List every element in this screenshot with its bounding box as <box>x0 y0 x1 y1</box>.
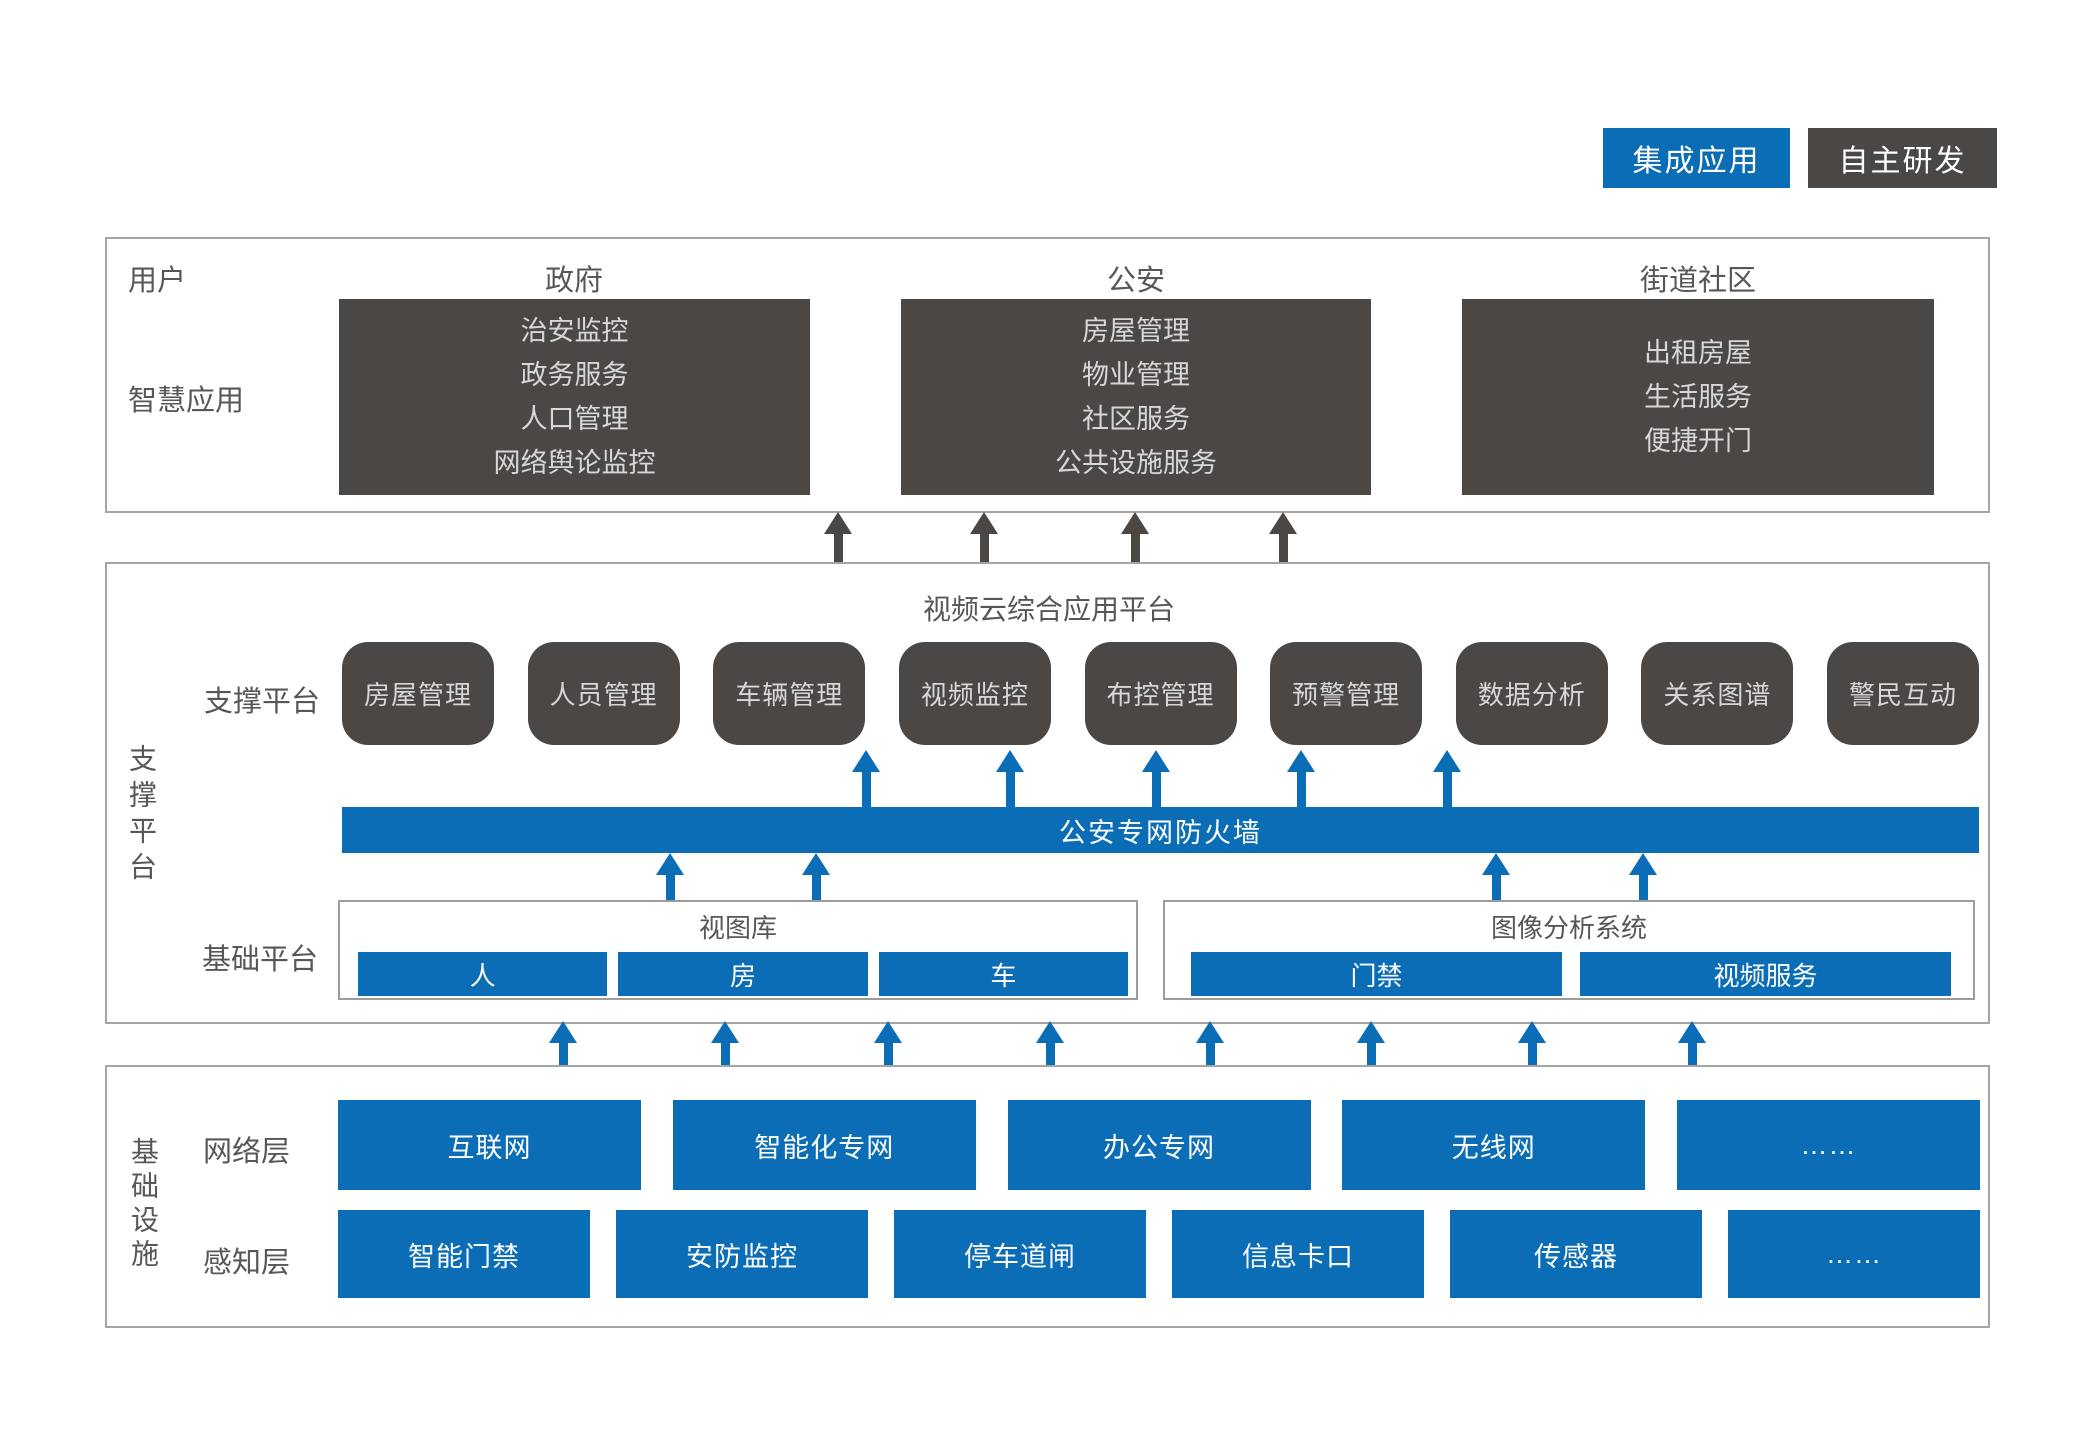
up-arrow-icon <box>1269 512 1297 563</box>
firewall-bar: 公安专网防火墙 <box>342 807 1979 853</box>
row-label-network-layer: 网络层 <box>203 1136 291 1168</box>
column-heading-community: 街道社区 <box>1639 265 1757 297</box>
image-analysis-box: 图像分析系统 门禁 视频服务 <box>1163 900 1975 1000</box>
network-box: 办公专网 <box>1007 1100 1311 1190</box>
row-label-perception-layer: 感知层 <box>203 1247 291 1279</box>
network-box: 智能化专网 <box>672 1100 976 1190</box>
column-heading-police: 公安 <box>1106 265 1166 297</box>
app-box-community: 出租房屋 生活服务 便捷开门 <box>1462 299 1934 495</box>
legend-self-developed: 自主研发 <box>1808 128 1997 188</box>
network-box: …… <box>1677 1100 1980 1190</box>
perception-box: 智能门禁 <box>338 1210 590 1298</box>
app-item: 房屋管理 <box>1082 316 1190 346</box>
up-arrow-icon <box>824 512 852 563</box>
view-library-title: 视图库 <box>698 913 778 943</box>
up-arrow-icon <box>656 853 684 902</box>
app-item: 生活服务 <box>1644 382 1752 412</box>
view-library-item: 车 <box>878 952 1128 996</box>
support-box-row: 房屋管理 人员管理 车辆管理 视频监控 布控管理 预警管理 数据分析 关系图谱 … <box>342 642 1979 745</box>
side-label-infrastructure: 基础设施 <box>128 1137 159 1273</box>
app-item: 公共设施服务 <box>1055 448 1217 478</box>
up-arrow-icon <box>549 1021 577 1069</box>
image-analysis-title: 图像分析系统 <box>1490 913 1648 943</box>
support-platform-section: 支撑平台 视频云综合应用平台 支撑平台 房屋管理 人员管理 车辆管理 视频监控 … <box>105 562 1990 1024</box>
row-label-user: 用户 <box>128 265 187 297</box>
perception-box: 信息卡口 <box>1172 1210 1424 1298</box>
column-heading-government: 政府 <box>544 265 604 297</box>
legend-integrated-app: 集成应用 <box>1603 128 1790 188</box>
app-item: 社区服务 <box>1082 404 1190 434</box>
app-box-government: 治安监控 政务服务 人口管理 网络舆论监控 <box>339 299 810 495</box>
support-box: 预警管理 <box>1270 642 1423 745</box>
up-arrow-icon <box>711 1021 739 1069</box>
support-box: 数据分析 <box>1455 642 1608 745</box>
app-item: 人口管理 <box>520 404 629 434</box>
view-library-item: 房 <box>618 952 868 996</box>
up-arrow-icon <box>852 750 880 807</box>
up-arrow-icon <box>1196 1021 1224 1069</box>
user-application-section: 用户 智慧应用 政府 公安 街道社区 治安监控 政务服务 人口管理 网络舆论监控… <box>105 237 1990 513</box>
up-arrow-icon <box>970 512 998 563</box>
up-arrow-icon <box>874 1021 902 1069</box>
support-box: 车辆管理 <box>713 642 866 745</box>
up-arrow-icon <box>1678 1021 1706 1069</box>
side-label-support-platform: 支撑平台 <box>126 744 157 888</box>
perception-box: 安防监控 <box>616 1210 868 1298</box>
app-item: 政务服务 <box>520 360 629 390</box>
app-box-police: 房屋管理 物业管理 社区服务 公共设施服务 <box>901 299 1371 495</box>
app-item: 出租房屋 <box>1644 338 1752 368</box>
up-arrow-icon <box>996 750 1024 807</box>
app-item: 网络舆论监控 <box>493 448 656 478</box>
support-box: 关系图谱 <box>1641 642 1794 745</box>
app-item: 便捷开门 <box>1644 426 1752 456</box>
up-arrow-icon <box>1036 1021 1064 1069</box>
support-box: 警民互动 <box>1827 642 1979 745</box>
app-item: 治安监控 <box>520 316 629 346</box>
up-arrow-icon <box>1142 750 1170 807</box>
up-arrow-icon <box>1629 853 1657 902</box>
platform-title: 视频云综合应用平台 <box>922 594 1176 625</box>
image-analysis-item: 门禁 <box>1191 952 1562 996</box>
network-box: 互联网 <box>338 1100 641 1190</box>
perception-box: …… <box>1728 1210 1980 1298</box>
up-arrow-icon <box>802 853 830 902</box>
app-item: 物业管理 <box>1082 360 1190 390</box>
up-arrow-icon <box>1482 853 1510 902</box>
perception-layer-row: 智能门禁 安防监控 停车道闸 信息卡口 传感器 …… <box>338 1210 1980 1298</box>
row-label-base-platform: 基础平台 <box>202 944 319 976</box>
up-arrow-icon <box>1121 512 1149 563</box>
network-box: 无线网 <box>1342 1100 1646 1190</box>
perception-box: 停车道闸 <box>894 1210 1146 1298</box>
view-library-item: 人 <box>358 952 608 996</box>
support-box: 视频监控 <box>898 642 1051 745</box>
network-layer-row: 互联网 智能化专网 办公专网 无线网 …… <box>338 1100 1980 1190</box>
up-arrow-icon <box>1433 750 1461 807</box>
view-library-box: 视图库 人 房 车 <box>338 900 1138 1000</box>
up-arrow-icon <box>1518 1021 1546 1069</box>
support-box: 布控管理 <box>1084 642 1237 745</box>
support-box: 房屋管理 <box>342 642 494 745</box>
support-box: 人员管理 <box>527 642 680 745</box>
up-arrow-icon <box>1357 1021 1385 1069</box>
infrastructure-section: 基础设施 网络层 互联网 智能化专网 办公专网 无线网 …… 感知层 智能门禁 … <box>105 1065 1990 1328</box>
perception-box: 传感器 <box>1450 1210 1702 1298</box>
row-label-smart-apps: 智慧应用 <box>128 385 245 417</box>
row-label-support: 支撑平台 <box>204 686 321 718</box>
image-analysis-item: 视频服务 <box>1580 952 1951 996</box>
up-arrow-icon <box>1287 750 1315 807</box>
